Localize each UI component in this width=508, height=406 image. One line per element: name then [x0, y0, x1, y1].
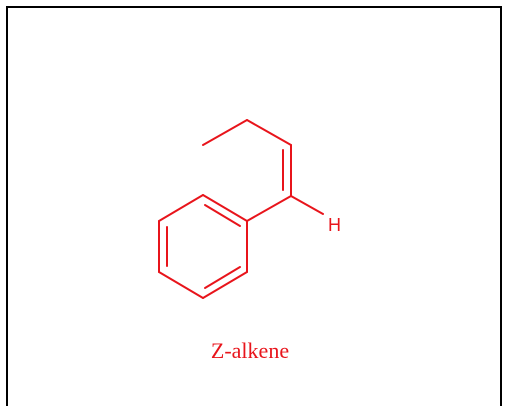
- diagram-caption: Z-alkene: [210, 338, 290, 363]
- ring-bond-6: [158, 194, 204, 222]
- ring-inner-bond-2: [204, 266, 241, 289]
- c-h-bond: [290, 195, 324, 215]
- ring-bond-4: [158, 271, 204, 299]
- ring-inner-bond-1: [204, 204, 241, 227]
- border: [6, 6, 502, 406]
- ring-bond-3: [202, 271, 248, 299]
- ring-to-alkene-bond: [246, 195, 292, 222]
- chain-bond-1: [246, 119, 292, 146]
- hydrogen-label: H: [328, 215, 341, 235]
- ring-bond-1: [202, 194, 248, 222]
- molecule-bonds: [158, 119, 324, 299]
- chain-bond-2: [202, 119, 248, 146]
